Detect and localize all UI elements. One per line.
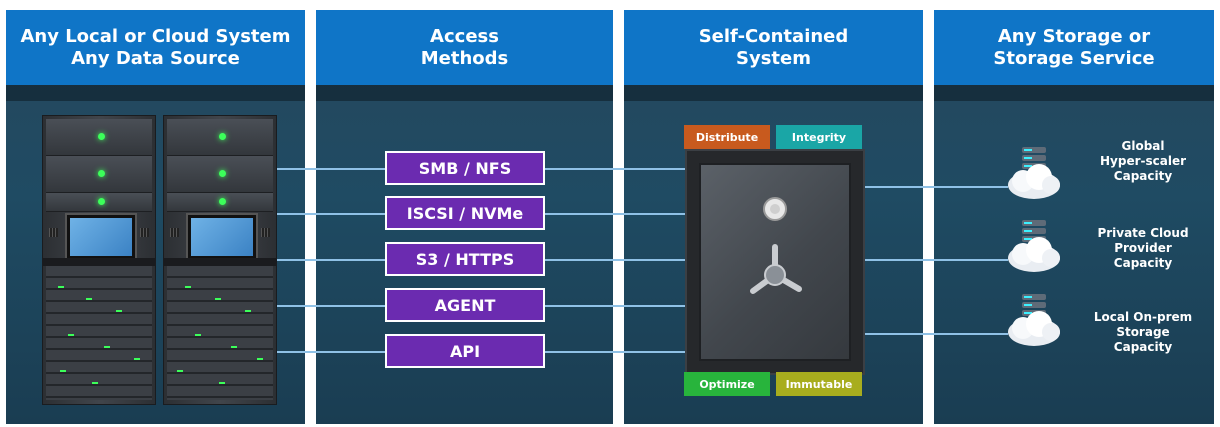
connector-line-s3-https <box>276 259 386 261</box>
laptop-icon <box>186 213 258 261</box>
tag-optimize: Optimize <box>684 372 770 396</box>
connector-line-agent <box>276 305 386 307</box>
column-storage-service: Any Storage or Storage Service <box>934 10 1214 424</box>
column-title-line2: Storage Service <box>993 47 1155 69</box>
access-method-smb-nfs: SMB / NFS <box>385 151 545 185</box>
storage-target-line1: Local On-prem <box>1093 310 1193 324</box>
laptop-icon <box>65 213 137 261</box>
connector-line-on-prem <box>863 333 1008 335</box>
column-title-line2: System <box>736 47 811 69</box>
column-title-line2: Methods <box>420 47 509 69</box>
cloud-storage-icon <box>1008 220 1060 272</box>
tag-immutable: Immutable <box>776 372 862 396</box>
storage-target-line1: Global <box>1121 139 1165 153</box>
connector-line-smb-nfs <box>276 168 386 170</box>
column-title-line1: Self-Contained <box>698 25 849 47</box>
column-header-data-source: Any Local or Cloud System Any Data Sourc… <box>6 10 305 85</box>
storage-target-line1: Private Cloud <box>1097 226 1189 240</box>
storage-target-line2: Provider <box>1114 241 1172 255</box>
connector-line-agent-vault <box>545 305 687 307</box>
tag-distribute: Distribute <box>684 125 770 149</box>
connector-line-smb-nfs-vault <box>545 168 687 170</box>
storage-target-line3: Capacity <box>1113 256 1173 270</box>
vault-handle-icon <box>750 197 802 294</box>
tag-integrity: Integrity <box>776 125 862 149</box>
header-shadow <box>934 85 1214 101</box>
connector-line-hyperscaler <box>863 186 1008 188</box>
header-shadow <box>6 85 305 101</box>
storage-target-line3: Capacity <box>1113 169 1173 183</box>
connector-line-s3-https-vault <box>545 259 687 261</box>
column-title-line2: Any Data Source <box>71 47 240 69</box>
storage-target-line2: Storage <box>1116 325 1170 339</box>
header-shadow <box>316 85 613 101</box>
column-header-storage-service: Any Storage or Storage Service <box>934 10 1214 85</box>
connector-line-iscsi-nvme <box>276 213 386 215</box>
connector-line-iscsi-nvme-vault <box>545 213 687 215</box>
storage-target-line3: Capacity <box>1113 340 1173 354</box>
column-header-self-contained-system: Self-Contained System <box>624 10 923 85</box>
access-method-s3-https: S3 / HTTPS <box>385 242 545 276</box>
storage-target-private-cloud: Private Cloud Provider Capacity <box>1085 226 1201 271</box>
access-method-iscsi-nvme: ISCSI / NVMe <box>385 196 545 230</box>
access-method-agent: AGENT <box>385 288 545 322</box>
vault-icon <box>685 149 865 375</box>
connector-line-api <box>276 351 386 353</box>
server-rack-icon <box>163 115 277 405</box>
column-title-line1: Any Local or Cloud System <box>20 25 291 47</box>
column-title-line1: Access <box>430 25 499 47</box>
server-rack-icon <box>42 115 156 405</box>
access-method-api: API <box>385 334 545 368</box>
cloud-storage-icon <box>1008 147 1060 199</box>
storage-target-on-prem: Local On-prem Storage Capacity <box>1085 310 1201 355</box>
column-header-access-methods: Access Methods <box>316 10 613 85</box>
connector-line-private-cloud <box>863 259 1008 261</box>
column-title-line1: Any Storage or <box>997 25 1151 47</box>
header-shadow <box>624 85 923 101</box>
storage-target-line2: Hyper-scaler <box>1099 154 1186 168</box>
storage-target-hyperscaler: Global Hyper-scaler Capacity <box>1085 139 1201 184</box>
connector-line-api-vault <box>545 351 687 353</box>
cloud-storage-icon <box>1008 294 1060 346</box>
